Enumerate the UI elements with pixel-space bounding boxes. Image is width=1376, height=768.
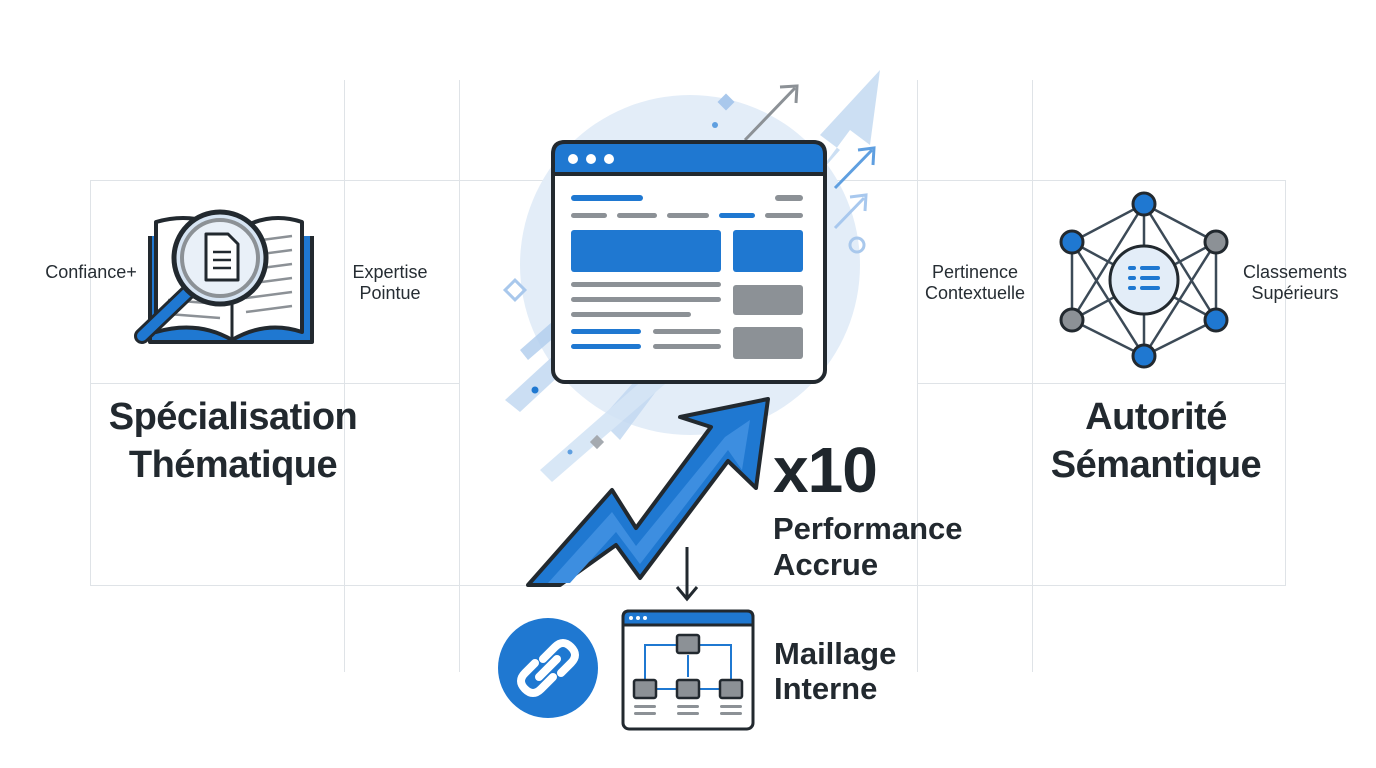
classements-label-line2: Supérieurs xyxy=(1251,283,1339,303)
semantic-network-icon xyxy=(1059,191,1229,369)
grid-line xyxy=(1032,80,1033,672)
left-title-line1: Spécialisation xyxy=(108,396,358,438)
multiplier-value: x10 xyxy=(773,434,878,506)
thin-arrows xyxy=(743,84,799,142)
grid-line xyxy=(459,80,460,672)
book-magnifier-icon xyxy=(134,209,314,344)
performance-label-line2: Accrue xyxy=(773,547,879,582)
expertise-label-line2: Pointue xyxy=(359,283,421,303)
classements-label-line1: Classements xyxy=(1242,262,1348,282)
expertise-label-line1: Expertise xyxy=(352,262,428,282)
grid-line xyxy=(917,383,1285,384)
down-arrow-icon xyxy=(675,547,699,602)
right-title-line1: Autorité xyxy=(1085,396,1227,438)
performance-label-line1: Performance xyxy=(773,511,963,546)
right-title-line2: Sémantique xyxy=(1050,444,1262,486)
grid-line xyxy=(344,80,345,672)
grid-line xyxy=(90,383,460,384)
maillage-label-line2: Interne xyxy=(774,671,878,706)
grid-line xyxy=(90,180,91,586)
pertinence-label-line1: Pertinence xyxy=(931,262,1019,282)
grid-line xyxy=(917,80,918,672)
grid-line xyxy=(1285,180,1286,586)
pertinence-label-line2: Contextuelle xyxy=(924,283,1026,303)
browser-window-icon xyxy=(551,140,827,384)
link-chain-icon xyxy=(498,618,598,718)
left-title-line2: Thématique xyxy=(128,444,338,486)
site-structure-icon xyxy=(621,609,755,731)
confiance-label: Confiance+ xyxy=(45,262,137,282)
maillage-label-line1: Maillage xyxy=(774,636,897,671)
